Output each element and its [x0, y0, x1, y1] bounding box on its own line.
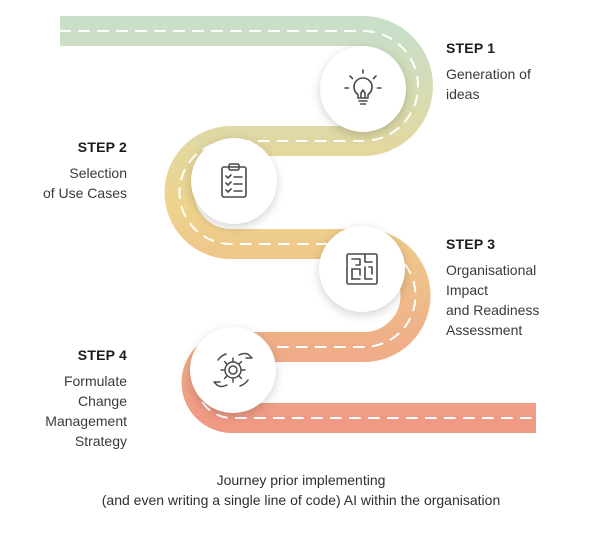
step-3-line-2: Impact: [446, 282, 489, 298]
step-3-line-3: and Readiness: [446, 302, 540, 318]
diagram-caption: Journey prior implementing (and even wri…: [0, 470, 602, 510]
step-3: STEP 3 Organisational Impact and Readine…: [446, 236, 539, 340]
maze-icon: [346, 253, 378, 285]
step-4-line-1: Formulate: [63, 373, 127, 389]
step-3-line-1: Organisational: [446, 262, 537, 278]
step-3-description: Organisational Impact and Readiness Asse…: [446, 260, 539, 340]
step-1-description: Generation of ideas: [446, 64, 531, 104]
step-3-icon-circle: [319, 226, 405, 312]
step-2-line-1: Selection: [69, 165, 127, 181]
step-3-line-4: Assessment: [446, 322, 523, 338]
step-2-description: Selection of Use Cases: [43, 163, 127, 203]
step-2-icon-circle: [191, 138, 277, 224]
caption-line-2: (and even writing a single line of code)…: [101, 492, 501, 508]
step-4: STEP 4 Formulate Change Management Strat…: [45, 347, 127, 451]
step-4-title: STEP 4: [77, 347, 127, 363]
hands-gear-icon: [213, 352, 253, 388]
step-1: STEP 1 Generation of ideas: [446, 40, 531, 104]
step-1-line-2: ideas: [446, 86, 480, 102]
step-2: STEP 2 Selection of Use Cases: [43, 139, 127, 203]
lightbulb-icon: [344, 69, 382, 105]
step-1-title: STEP 1: [446, 40, 496, 56]
step-1-line-1: Generation of: [446, 66, 531, 82]
step-4-line-2: Change: [77, 393, 127, 409]
step-4-line-4: Strategy: [74, 433, 127, 449]
step-4-line-3: Management: [45, 413, 127, 429]
step-4-description: Formulate Change Management Strategy: [45, 371, 127, 451]
caption-line-1: Journey prior implementing: [216, 472, 386, 488]
step-3-title: STEP 3: [446, 236, 496, 252]
step-1-icon-circle: [320, 46, 406, 132]
clipboard-checklist-icon: [221, 163, 247, 198]
step-4-icon-circle: [190, 327, 276, 413]
step-2-title: STEP 2: [77, 139, 127, 155]
step-2-line-2: of Use Cases: [42, 185, 127, 201]
